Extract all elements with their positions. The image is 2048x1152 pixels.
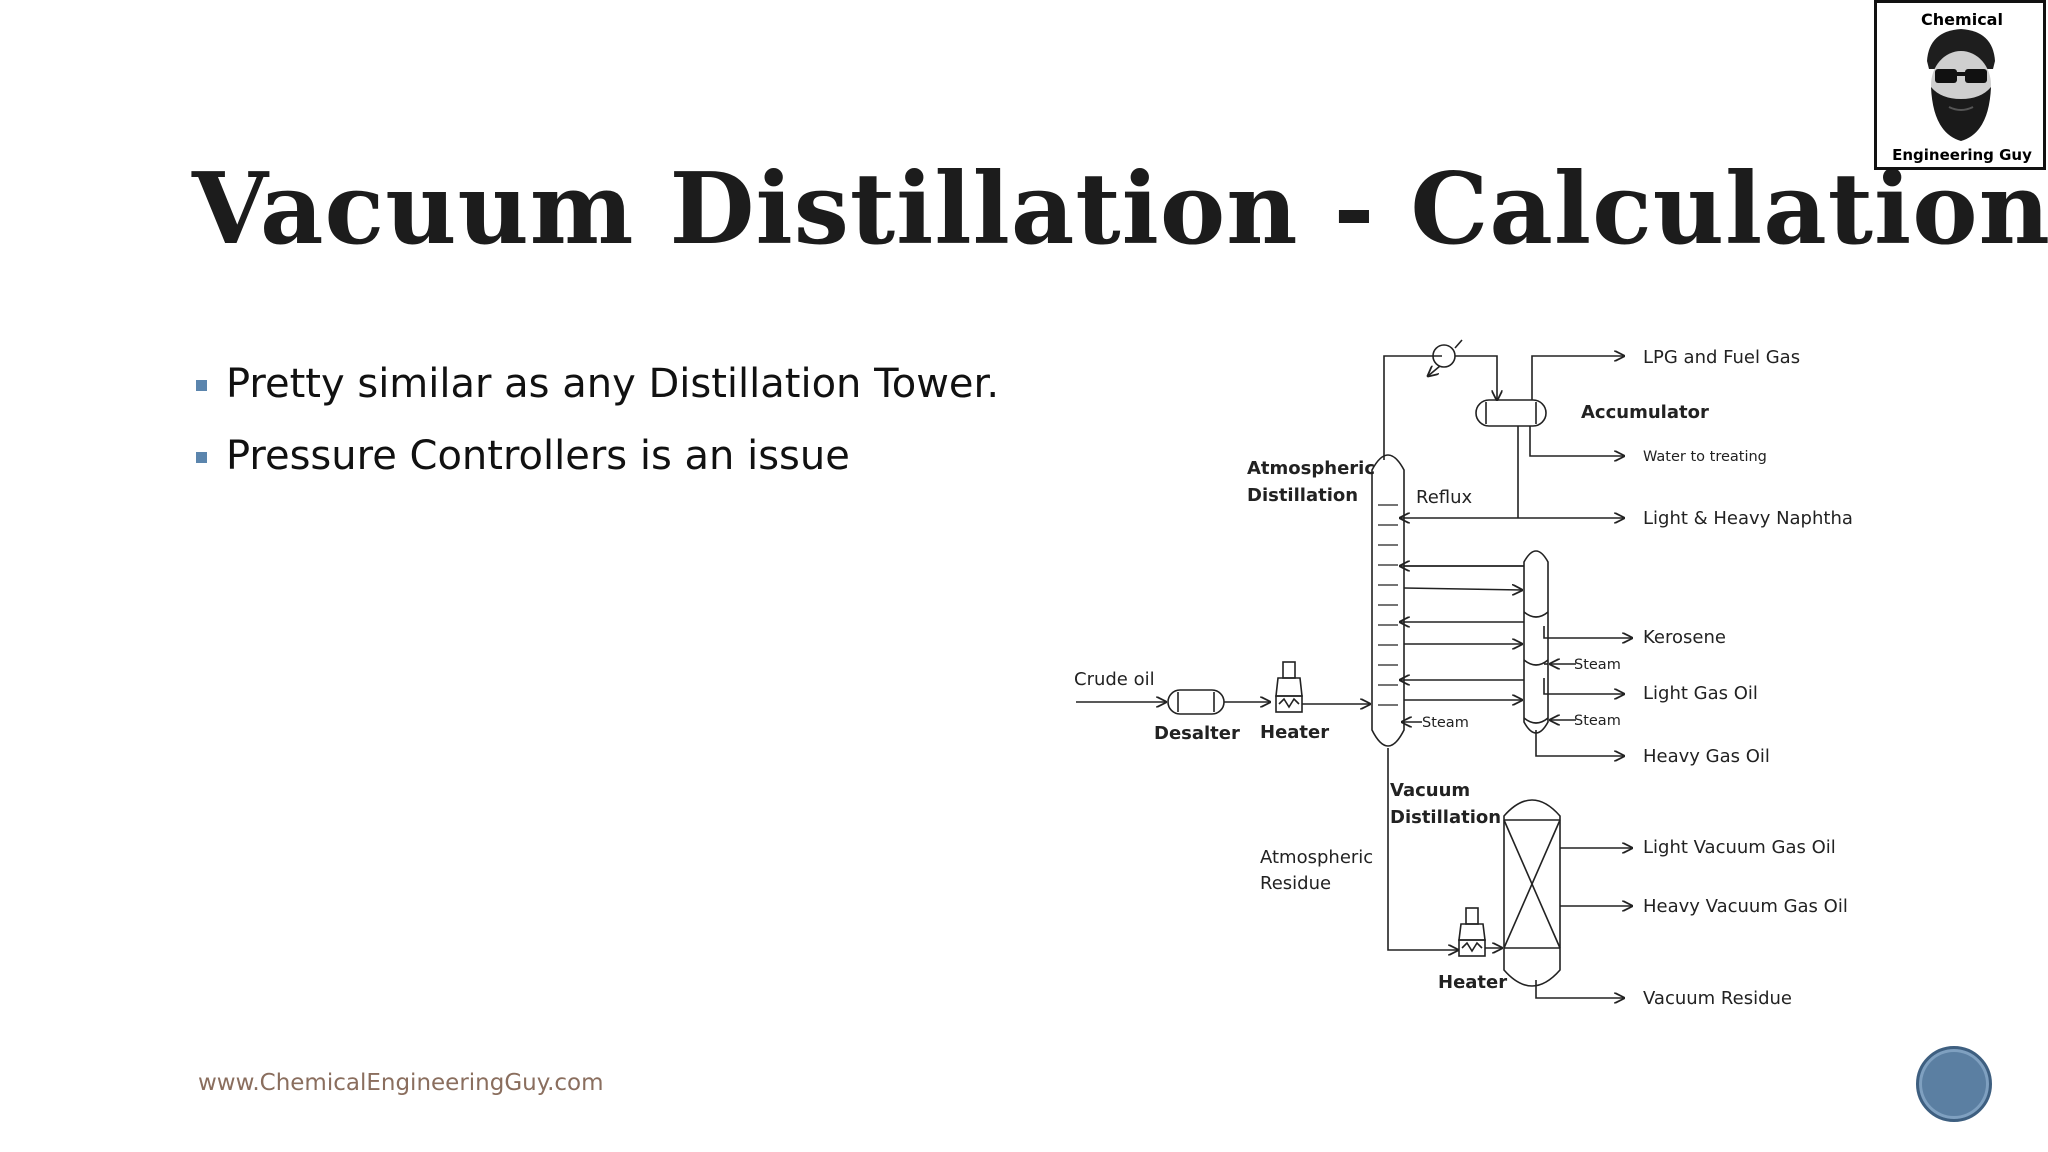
label-atmospheric-2: Distillation (1247, 485, 1358, 506)
bullet-marker-icon (196, 380, 207, 391)
label-reflux: Reflux (1416, 487, 1473, 508)
vacuum-column-shape (1503, 799, 1561, 987)
bullet-item: Pressure Controllers is an issue (196, 430, 999, 482)
label-desalter: Desalter (1154, 723, 1240, 744)
label-steam-2: Steam (1574, 713, 1621, 729)
label-lvgo: Light Vacuum Gas Oil (1643, 837, 1836, 858)
label-hgo: Heavy Gas Oil (1643, 746, 1770, 767)
label-steam-1: Steam (1574, 657, 1621, 673)
label-naphtha: Light & Heavy Naphtha (1643, 508, 1853, 529)
label-vacuum-2: Distillation (1390, 807, 1501, 828)
accumulator-drum-shape (1475, 399, 1547, 427)
side-stripper-shape (1523, 550, 1549, 734)
navigation-button[interactable] (1916, 1046, 1992, 1122)
channel-logo: Chemical Engineering Guy (1874, 0, 2046, 170)
label-atm-residue-2: Residue (1260, 873, 1331, 894)
logo-text-bottom: Engineering Guy (1892, 146, 2032, 164)
bullet-list: Pretty similar as any Distillation Tower… (196, 358, 999, 502)
atmospheric-column-shape (1371, 454, 1405, 747)
bullet-marker-icon (196, 452, 207, 463)
label-hvgo: Heavy Vacuum Gas Oil (1643, 896, 1848, 917)
label-vacuum-1: Vacuum (1390, 780, 1470, 801)
footer-url: www.ChemicalEngineeringGuy.com (198, 1070, 604, 1096)
heater-2-shape (1458, 907, 1486, 957)
bullet-text: Pretty similar as any Distillation Tower… (226, 361, 1000, 407)
label-lpg: LPG and Fuel Gas (1643, 347, 1800, 368)
label-vr: Vacuum Residue (1643, 988, 1792, 1009)
label-heater-2: Heater (1438, 972, 1507, 993)
bearded-face-icon: Chemical Engineering Guy (1892, 10, 2032, 164)
logo-text-top: Chemical (1921, 10, 2003, 29)
label-atm-residue-1: Atmospheric (1260, 847, 1373, 868)
slide-title: Vacuum Distillation - Calculations (192, 152, 2048, 267)
label-crude-oil: Crude oil (1074, 669, 1155, 690)
desalter-drum-shape (1167, 689, 1225, 715)
heater-1-shape (1275, 661, 1303, 713)
label-lgo: Light Gas Oil (1643, 683, 1758, 704)
label-steam-3: Steam (1422, 715, 1469, 731)
label-atmospheric-1: Atmospheric (1247, 458, 1375, 479)
label-kerosene: Kerosene (1643, 627, 1726, 648)
label-accumulator: Accumulator (1581, 402, 1709, 423)
label-water: Water to treating (1643, 449, 1767, 465)
label-heater-1: Heater (1260, 722, 1329, 743)
refinery-process-diagram: Atmospheric Distillation Reflux Accumula… (1074, 339, 1853, 1009)
bullet-item: Pretty similar as any Distillation Tower… (196, 358, 999, 410)
bullet-text: Pressure Controllers is an issue (226, 433, 850, 479)
